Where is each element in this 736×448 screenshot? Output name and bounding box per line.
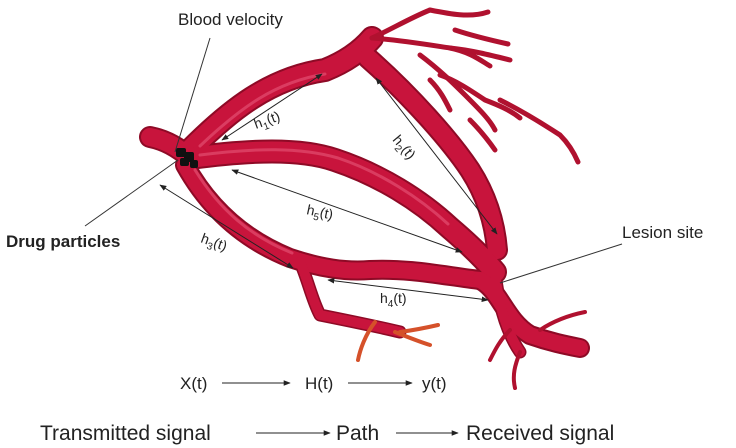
caption-transmitted: Transmitted signal (40, 422, 211, 445)
vessel-network (150, 10, 585, 388)
drug-particles-label: Drug particles (6, 232, 120, 251)
equation-channel: H(t) (305, 374, 333, 393)
caption-row: Transmitted signal Path Received signal (40, 422, 614, 445)
h3-arrow (160, 185, 293, 268)
lesion-site-leader (500, 244, 622, 283)
equation-row: X(t) H(t) y(t) (180, 374, 447, 393)
caption-received: Received signal (466, 422, 614, 445)
h2-label: h2(t) (387, 132, 419, 165)
h4-label: h4(t) (380, 290, 407, 310)
equation-input: X(t) (180, 374, 207, 393)
h3-label: h3(t) (198, 230, 230, 258)
equation-output: y(t) (422, 374, 447, 393)
h5-label: h5(t) (305, 201, 335, 226)
caption-path: Path (336, 422, 379, 445)
lesion-site-label: Lesion site (622, 223, 703, 242)
blood-velocity-label: Blood velocity (178, 10, 283, 29)
drug-particles-leader (85, 160, 178, 226)
h1-label: h1(t) (252, 108, 284, 136)
